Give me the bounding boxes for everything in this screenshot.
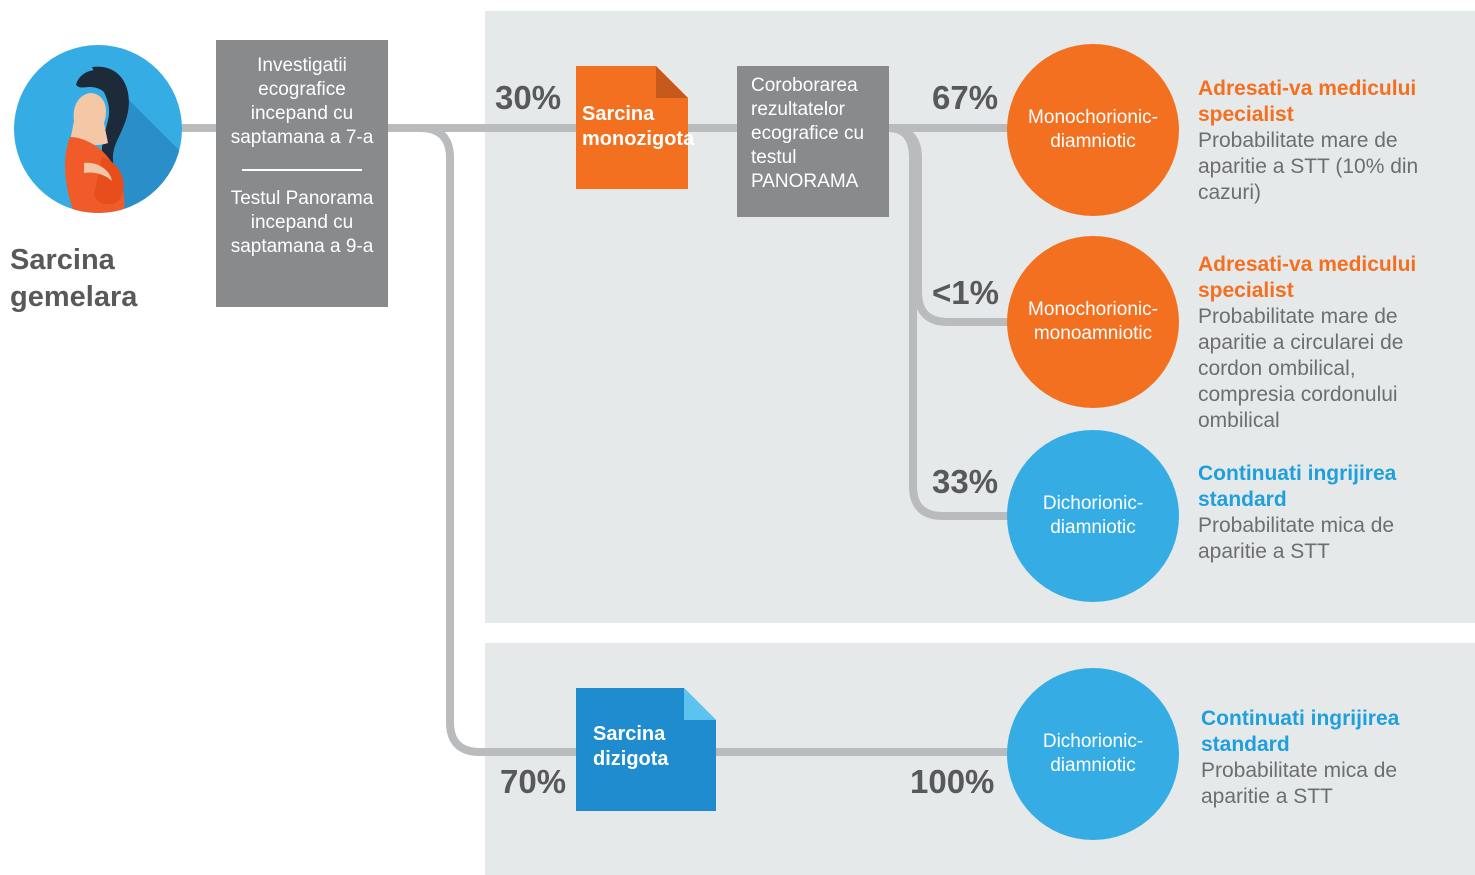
outcome-3-heading: Continuati ingrijirea standard [1198,462,1397,511]
dizygotic-percent: 70% [500,763,567,800]
outcome-2-circle: Monochorionic- monoamniotic [1007,236,1179,408]
outcome-4-percent: 100% [910,763,995,800]
outcome-1-detail: Probabilitate mare de aparitie a STT (10… [1198,129,1419,204]
line-branch-2 [884,124,1014,520]
line-box-to-dizygotic [384,124,584,756]
outcome-1-heading: Adresati-va medicului specialist [1198,77,1417,126]
outcome-2-percent: <1% [932,274,999,311]
monozygotic-percent: 30% [495,79,562,116]
outcome-1-circle: Monochorionic- diamniotic [1007,44,1179,216]
outcome-1-percent: 67% [932,79,999,116]
outcome-1-description: Adresati-va medicului specialist Probabi… [1198,76,1468,206]
outcome-2-detail: Probabilitate mare de aparitie a circula… [1198,305,1404,432]
outcome-3-circle-label: Dichorionic- diamniotic [1042,493,1144,538]
correlation-box: Coroborarea rezultatelor ecografice cu t… [737,66,889,217]
outcome-1-circle-label: Monochorionic- diamniotic [1028,107,1158,152]
outcome-3-percent: 33% [932,463,999,500]
dizygotic-label: Sarcina dizigota [593,723,669,770]
document-icon [576,66,688,189]
outcome-4-circle-label: Dichorionic- diamniotic [1042,731,1144,776]
panorama-text: Testul Panorama incepand cu saptamana a … [230,188,374,257]
monozygotic-doc: Sarcina monozigota [576,66,695,189]
ultrasound-text: Investigatii ecografice incepand cu sapt… [230,55,374,148]
monozygotic-label: Sarcina monozigota [582,103,695,150]
outcome-4-detail: Probabilitate mica de aparitie a STT [1201,759,1398,808]
outcome-2-heading: Adresati-va medicului specialist [1198,253,1417,302]
outcome-3-description: Continuati ingrijirea standard Probabili… [1198,461,1468,565]
outcome-3-detail: Probabilitate mica de aparitie a STT [1198,514,1395,563]
document-icon [576,688,716,811]
page-title: Sarcina gemelara [10,244,138,313]
dizygotic-doc: Sarcina dizigota [576,688,716,811]
outcome-4-heading: Continuati ingrijirea standard [1201,707,1400,756]
outcome-4-circle: Dichorionic- diamniotic [1007,668,1179,840]
outcome-2-description: Adresati-va medicului specialist Probabi… [1198,252,1468,434]
outcome-4-description: Continuati ingrijirea standard Probabili… [1201,706,1471,810]
investigations-box: Investigatii ecografice incepand cu sapt… [216,40,388,307]
outcome-2-circle-label: Monochorionic- monoamniotic [1028,299,1158,344]
divider [242,169,362,171]
outcome-3-circle: Dichorionic- diamniotic [1007,430,1179,602]
pregnant-woman-icon [14,45,182,213]
